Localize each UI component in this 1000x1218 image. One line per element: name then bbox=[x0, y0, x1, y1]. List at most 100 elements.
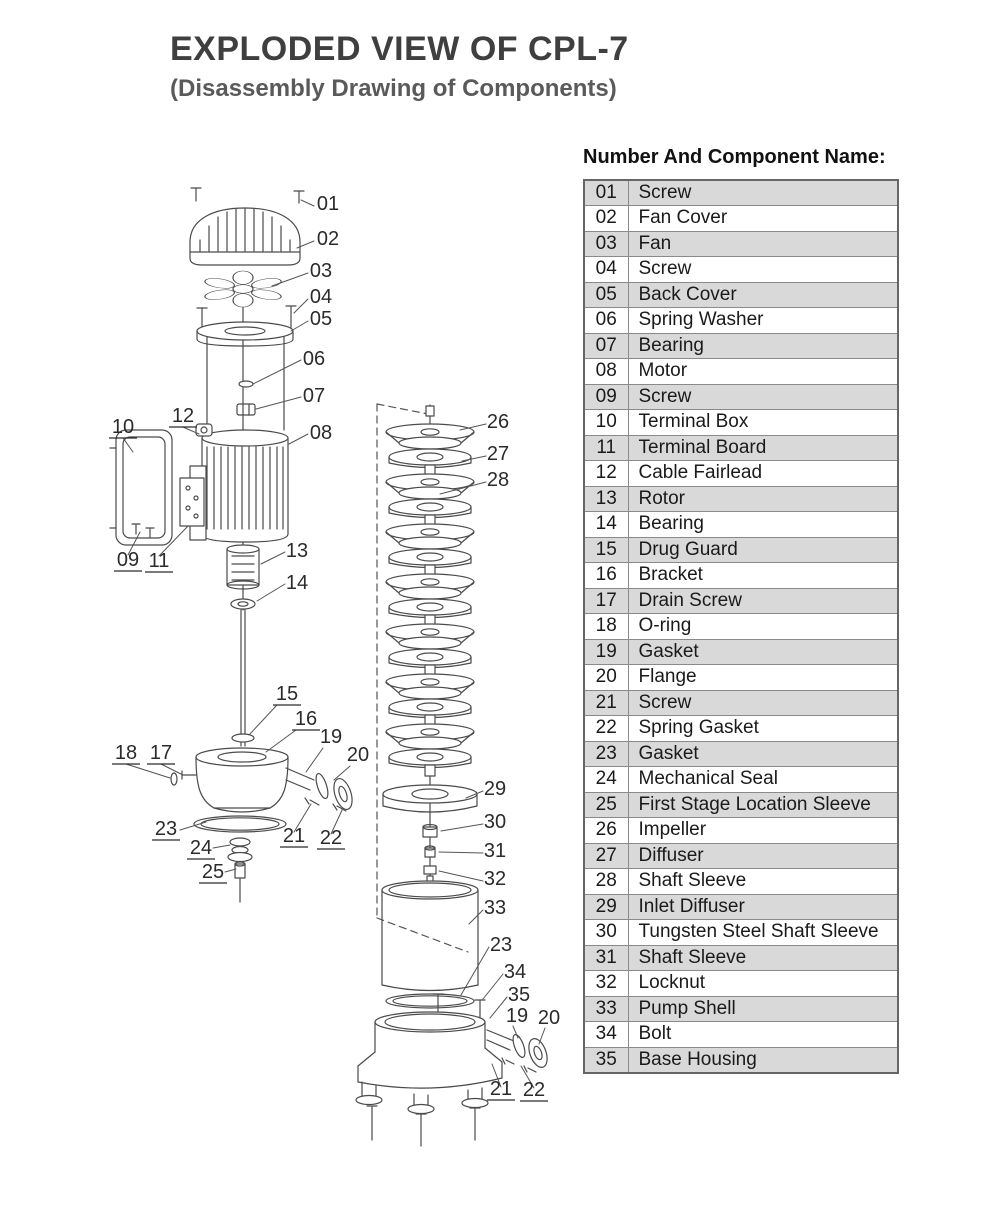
part-name: Spring Washer bbox=[627, 307, 899, 334]
callout-09: 09 bbox=[117, 549, 139, 571]
callout-27: 27 bbox=[487, 443, 509, 465]
part-number: 24 bbox=[583, 766, 629, 793]
part-number: 33 bbox=[583, 995, 629, 1022]
leader-lines bbox=[122, 199, 546, 1089]
part-number: 16 bbox=[583, 562, 629, 589]
part-number: 15 bbox=[583, 536, 629, 563]
callout-31: 31 bbox=[484, 840, 506, 862]
part-name: Gasket bbox=[627, 638, 899, 665]
mechanical-seal bbox=[227, 837, 253, 863]
page-subtitle: (Disassembly Drawing of Components) bbox=[170, 75, 617, 102]
part-number: 29 bbox=[583, 893, 629, 920]
part-name: Screw bbox=[627, 383, 899, 410]
part-name: Tungsten Steel Shaft Sleeve bbox=[627, 919, 899, 946]
part-number: 27 bbox=[583, 842, 629, 869]
callout-32: 32 bbox=[484, 868, 506, 890]
base-housing bbox=[355, 1011, 548, 1147]
tungsten-sleeve bbox=[422, 823, 438, 838]
locknut bbox=[423, 865, 437, 883]
part-number: 05 bbox=[583, 281, 629, 308]
callout-07: 07 bbox=[303, 385, 325, 407]
part-name: Bearing bbox=[627, 332, 899, 359]
part-name: Impeller bbox=[627, 817, 899, 844]
callout-29: 29 bbox=[484, 778, 506, 800]
part-number: 18 bbox=[583, 613, 629, 640]
callout-28: 28 bbox=[487, 469, 509, 491]
part-name: Rotor bbox=[627, 485, 899, 512]
fan bbox=[204, 270, 282, 308]
callout-11: 11 bbox=[149, 550, 170, 572]
callout-05: 05 bbox=[310, 308, 332, 330]
spring-washer bbox=[238, 380, 254, 388]
part-number: 09 bbox=[583, 383, 629, 410]
part-number: 13 bbox=[583, 485, 629, 512]
back-cover bbox=[196, 321, 294, 347]
part-name: First Stage Location Sleeve bbox=[627, 791, 899, 818]
part-name: Spring Gasket bbox=[627, 715, 899, 742]
location-sleeve bbox=[234, 861, 246, 903]
callout-03: 03 bbox=[310, 260, 332, 282]
callout-33: 33 bbox=[484, 897, 506, 919]
cable-fairlead bbox=[195, 423, 213, 437]
drug-guard bbox=[231, 733, 255, 743]
part-number: 26 bbox=[583, 817, 629, 844]
rotor bbox=[226, 541, 260, 611]
part-name: Terminal Board bbox=[627, 434, 899, 461]
callout-21: 21 bbox=[283, 825, 305, 847]
part-name: Shaft Sleeve bbox=[627, 868, 899, 895]
part-number: 08 bbox=[583, 358, 629, 385]
top-screws bbox=[190, 187, 305, 204]
part-name: Cable Fairlead bbox=[627, 460, 899, 487]
part-name: Drain Screw bbox=[627, 587, 899, 614]
callout-01: 01 bbox=[317, 193, 339, 215]
callout-19: 19 bbox=[506, 1005, 528, 1027]
part-name: Terminal Box bbox=[627, 409, 899, 436]
part-number: 23 bbox=[583, 740, 629, 767]
callout-30: 30 bbox=[484, 811, 506, 833]
callout-21: 21 bbox=[490, 1078, 512, 1100]
part-number: 28 bbox=[583, 868, 629, 895]
part-number: 12 bbox=[583, 460, 629, 487]
part-name: Back Cover bbox=[627, 281, 899, 308]
part-number: 35 bbox=[583, 1046, 629, 1073]
table-title: Number And Component Name: bbox=[583, 146, 886, 168]
callout-14: 14 bbox=[286, 572, 308, 594]
part-name: Base Housing bbox=[627, 1046, 899, 1073]
motor-body bbox=[189, 429, 289, 543]
callout-20: 20 bbox=[347, 744, 369, 766]
part-name: Locknut bbox=[627, 970, 899, 997]
terminal-board bbox=[179, 477, 205, 527]
callout-17: 17 bbox=[150, 742, 172, 764]
part-number: 34 bbox=[583, 1021, 629, 1048]
callout-06: 06 bbox=[303, 348, 325, 370]
motor-assembly-drawing bbox=[109, 187, 469, 953]
back-cover-screws bbox=[196, 305, 297, 331]
callout-23: 23 bbox=[155, 818, 177, 840]
part-name: Bracket bbox=[627, 562, 899, 589]
bracket bbox=[170, 747, 353, 813]
lower-bearing bbox=[230, 598, 256, 610]
part-number: 07 bbox=[583, 332, 629, 359]
part-name: Flange bbox=[627, 664, 899, 691]
callout-25: 25 bbox=[202, 861, 224, 883]
